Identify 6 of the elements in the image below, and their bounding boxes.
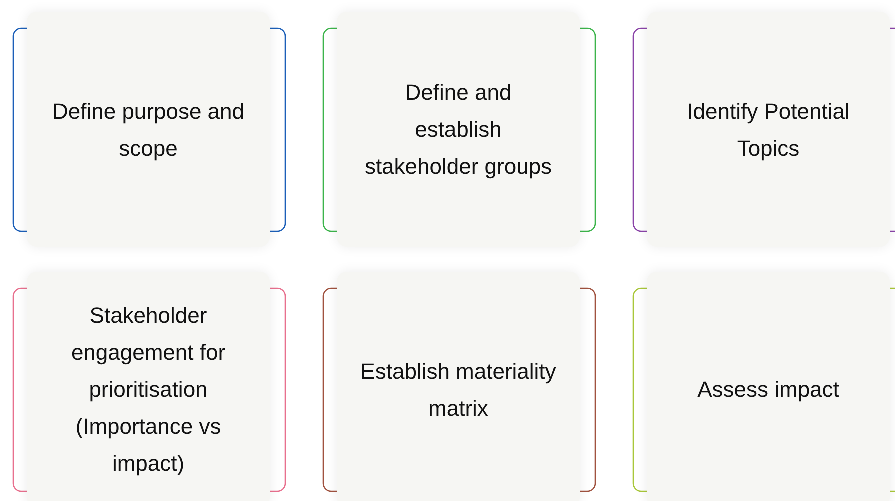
step-card: Define and establish stakeholder groups: [337, 12, 580, 247]
step-card: Assess impact: [647, 272, 890, 501]
step-card: Stakeholder engagement for prioritisation (Importance vs impact): [27, 272, 270, 501]
step-card: Define purpose and scope: [27, 12, 270, 247]
step-card: Establish materiality matrix: [337, 272, 580, 501]
step-card: Identify Potential Topics: [647, 12, 890, 247]
